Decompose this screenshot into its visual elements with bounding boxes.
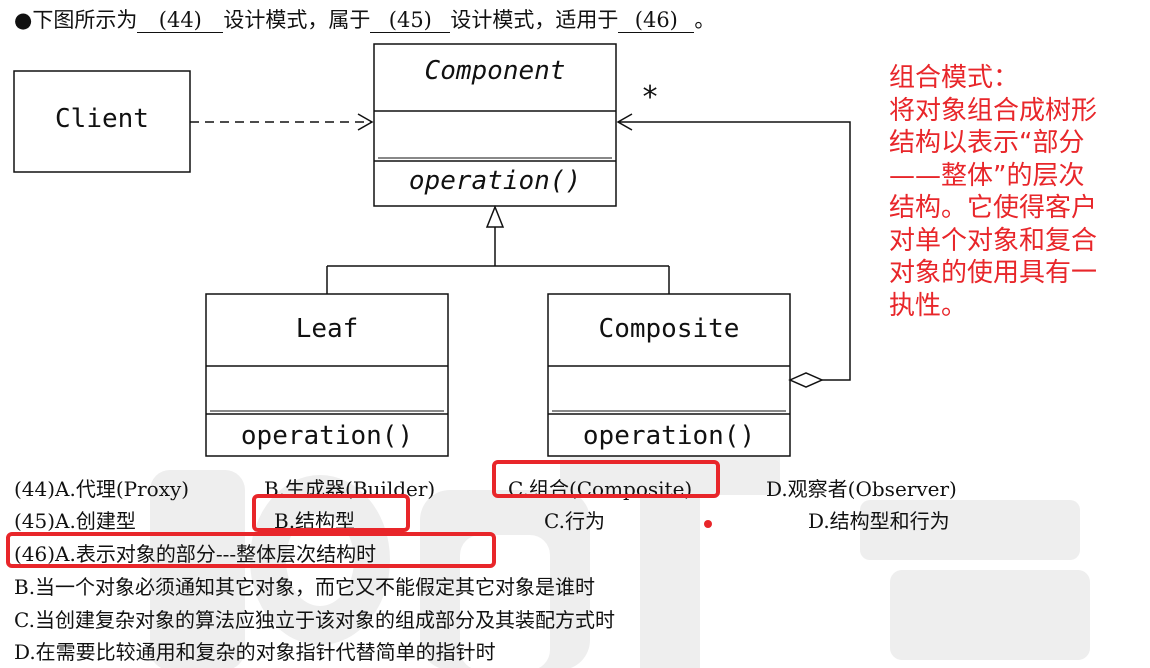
leaf-box: [205, 293, 449, 457]
note-line: 结构以表示“部分: [889, 128, 1085, 158]
note-line: 对单个对象和复合: [889, 225, 1098, 256]
note-line: 将对象组合成树形: [889, 95, 1098, 126]
dependency-arrowhead: [357, 113, 374, 131]
component-name: Component: [424, 56, 566, 86]
question-bullet: ●: [14, 8, 33, 32]
component-box: [373, 43, 617, 207]
highlight-option-44-c: [492, 460, 720, 498]
option-44-a: (44)A.代理(Proxy): [14, 477, 190, 501]
note-line: ——整体”的层次: [889, 160, 1085, 191]
option-44-d: D.观察者(Observer): [766, 477, 957, 501]
note-line: 组合模式：: [889, 63, 1020, 93]
option-45-c: C.行为: [544, 509, 605, 533]
option-46-b: B.当一个对象必须通知其它对象，而它又不能假定其它对象是谁时: [14, 575, 596, 599]
leaf-name: Leaf: [295, 314, 359, 344]
blank-45: (45): [370, 8, 451, 34]
composite-pattern-note: 组合模式： 将对象组合成树形 结构以表示“部分 ——整体”的层次 结构。它使得客…: [889, 62, 1129, 322]
aggregation-arrowhead: [616, 113, 633, 131]
inheritance-triangle: [485, 204, 505, 228]
note-line: 执性。: [889, 290, 968, 321]
question-line: ●下图所示为(44)设计模式，属于(45)设计模式，适用于(46)。: [14, 4, 715, 34]
option-46-d: D.在需要比较通用和复杂的对象指针代替简单的指针时: [14, 640, 496, 664]
option-46-c: C.当创建复杂对象的算法应独立于该对象的组成部分及其装配方式时: [14, 608, 615, 632]
question-text-1: 下图所示为: [32, 8, 138, 32]
blank-46: (46): [618, 8, 695, 34]
question-text-4: 。: [694, 8, 716, 32]
client-label: Client: [55, 104, 149, 134]
question-text-3: 设计模式，适用于: [450, 8, 619, 32]
question-text-2: 设计模式，属于: [223, 8, 371, 32]
highlight-dot: [704, 520, 712, 528]
highlight-option-45-b: [252, 494, 410, 532]
client-box: [13, 70, 191, 173]
option-45-d: D.结构型和行为: [808, 509, 950, 533]
composite-name: Composite: [598, 314, 740, 344]
multiplicity-label: *: [640, 80, 660, 115]
highlight-option-46-a: [6, 532, 496, 568]
leaf-operation: operation(): [240, 421, 414, 451]
component-operation: operation(): [408, 166, 582, 196]
composite-box: [547, 293, 791, 457]
note-line: 对象的使用具有一: [889, 258, 1098, 288]
option-45-a: (45)A.创建型: [14, 509, 136, 533]
blank-44: (44): [137, 8, 224, 34]
note-line: 结构。它使得客户: [889, 193, 1098, 223]
aggregation-line: [618, 121, 851, 381]
aggregation-diamond: [788, 372, 824, 388]
